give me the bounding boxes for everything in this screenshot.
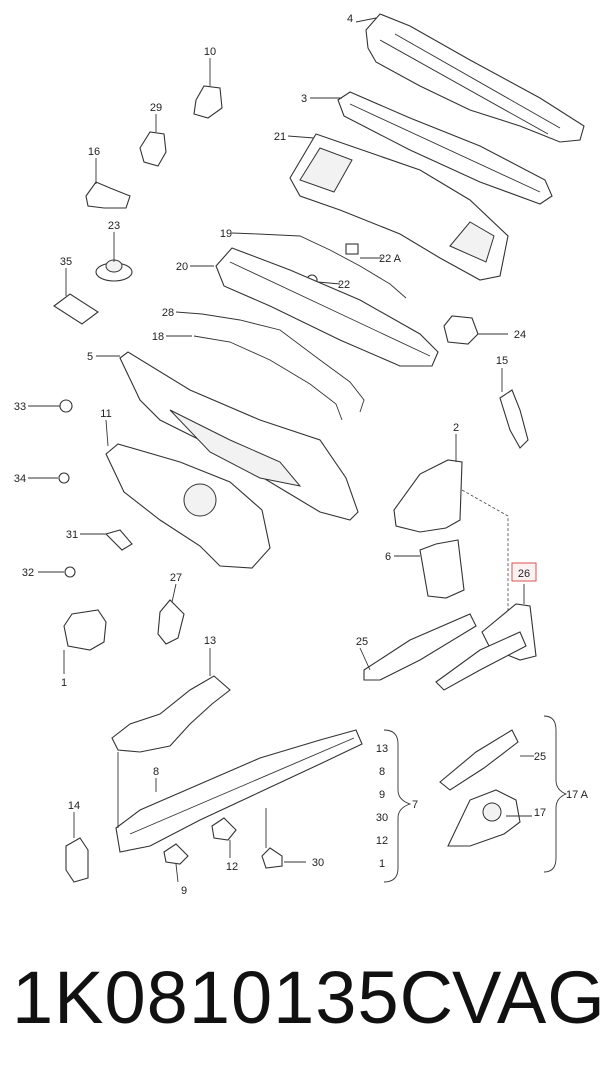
callout-26-highlight — [511, 562, 537, 582]
group7-items-item: 12 — [376, 835, 388, 847]
part-9-shape — [163, 843, 189, 865]
part-15-shape — [499, 389, 529, 449]
part-16-shape — [85, 181, 131, 209]
part-18-shape — [193, 335, 343, 421]
callout-9: 9 — [181, 885, 187, 897]
callout-16: 16 — [88, 146, 100, 158]
callout-1: 1 — [61, 677, 67, 689]
part-2-shape — [393, 459, 463, 533]
part-27-shape — [157, 599, 185, 645]
callout-6: 6 — [385, 551, 391, 563]
callout-29: 29 — [150, 102, 162, 114]
callout-21: 21 — [274, 131, 286, 143]
group7-items-item: 8 — [379, 766, 385, 778]
callout-3: 3 — [301, 93, 307, 105]
group7-items-item: 30 — [376, 812, 388, 824]
callout-23: 23 — [108, 220, 120, 232]
callout-20: 20 — [176, 261, 188, 273]
part-25-shape — [363, 613, 477, 681]
callout-30: 30 — [312, 857, 324, 869]
callout-27: 27 — [170, 572, 182, 584]
callout-28: 28 — [162, 307, 174, 319]
callout-4: 4 — [347, 13, 353, 25]
callout-18: 18 — [152, 331, 164, 343]
part-12-shape — [211, 817, 237, 841]
group17a-items-label: 17 A — [566, 789, 589, 801]
callout-15: 15 — [496, 355, 508, 367]
callout-22: 22 — [338, 279, 350, 291]
part-5-shape — [119, 351, 359, 521]
group-7-items: 13 8 9 30 12 1 7 — [376, 743, 418, 870]
part-1-shape — [63, 609, 107, 651]
callout-26: 26 — [518, 568, 530, 580]
part-25b-shape — [435, 631, 527, 691]
part-19-shape — [257, 233, 407, 299]
callout-13: 13 — [204, 635, 216, 647]
callout-22a: 22 A — [379, 253, 402, 265]
part-25-right-shape — [439, 729, 519, 791]
part-number: 1K0810135C — [12, 956, 455, 1039]
brand-name: VAG — [452, 956, 600, 1039]
callout-25a: 25 — [356, 636, 368, 648]
part-28-shape — [201, 313, 365, 413]
part-13-shape — [111, 675, 231, 753]
callout-11: 11 — [100, 408, 111, 420]
footer: 1K0810135C VAG — [0, 955, 600, 1065]
part-20-shape — [215, 247, 439, 367]
group7-items-item: 13 — [376, 743, 388, 755]
callout-12: 12 — [226, 861, 238, 873]
callout-14: 14 — [68, 800, 80, 812]
group7-items-item: 9 — [379, 789, 385, 801]
callout-19: 19 — [220, 228, 232, 240]
part-35-shape — [53, 293, 99, 325]
part-34-shape — [58, 472, 70, 484]
group7-items-item: 1 — [379, 858, 385, 870]
part-17-shape — [447, 789, 521, 847]
callout-32: 32 — [22, 567, 34, 579]
callout-8: 8 — [153, 766, 159, 778]
part-32-shape — [64, 566, 76, 578]
callout-2: 2 — [453, 422, 459, 434]
callout-5: 5 — [87, 351, 93, 363]
part-10-shape — [193, 85, 223, 119]
part-31-shape — [104, 529, 133, 551]
callout-35: 35 — [60, 256, 72, 268]
part-30-shape — [261, 847, 283, 869]
callout-10: 10 — [204, 46, 216, 58]
group17a-items-item: 17 — [534, 807, 546, 819]
group-7-bracket — [383, 729, 412, 883]
part-6-shape — [419, 539, 465, 599]
callout-24: 24 — [514, 329, 526, 341]
callout-33: 33 — [14, 401, 26, 413]
part-22a-shape — [345, 243, 359, 255]
part-29-shape — [139, 131, 167, 167]
group7-items-label: 7 — [412, 799, 418, 811]
part-24-shape — [443, 315, 479, 345]
part-33-shape — [59, 399, 73, 413]
callout-34: 34 — [14, 473, 26, 485]
callout-31: 31 — [66, 529, 78, 541]
group-17a-bracket — [543, 715, 568, 873]
group-17a-items: 25 17 17 A — [534, 751, 589, 819]
part-4-shape — [365, 13, 585, 143]
group17a-items-item: 25 — [534, 751, 546, 763]
part-14-shape — [65, 837, 89, 883]
